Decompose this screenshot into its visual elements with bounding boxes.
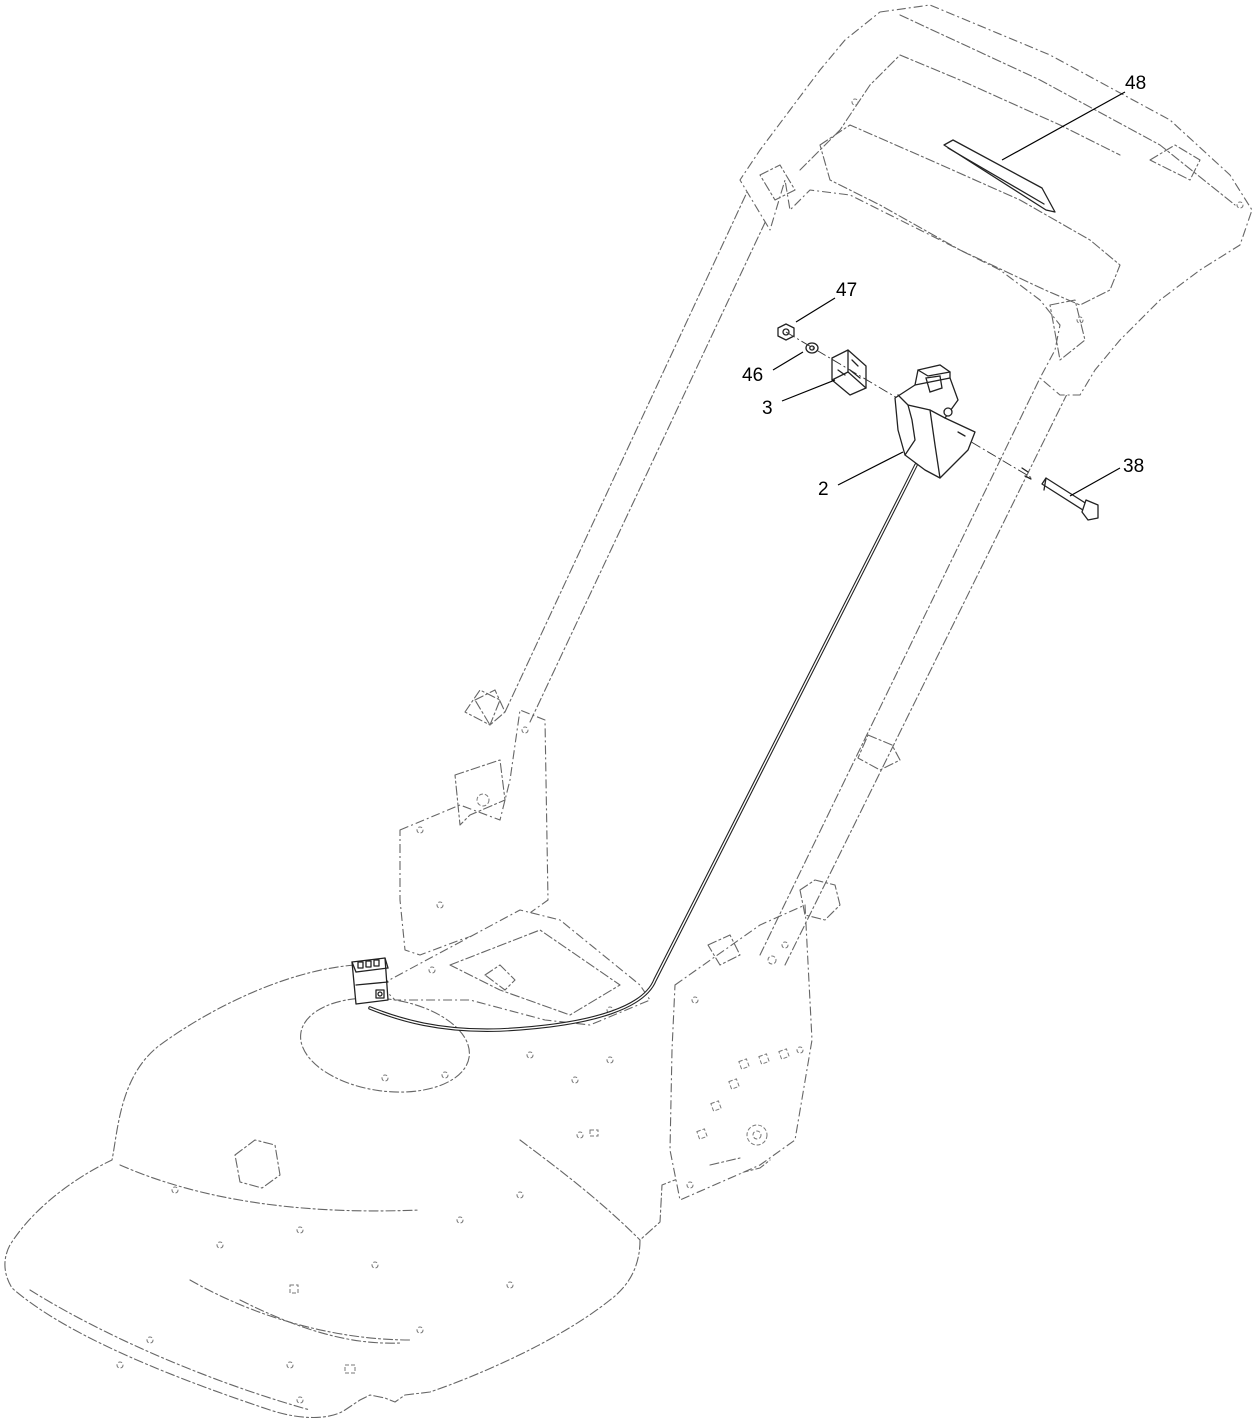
handle-top-outline: [739, 4, 1253, 396]
left-side-plate-outline: [399, 689, 549, 956]
center-bracket-outline: [379, 909, 651, 1026]
bolt-icon: [1021, 467, 1099, 521]
callout-47: 47: [836, 280, 857, 301]
callout-46: 46: [742, 365, 763, 386]
callout-labels: 48 47 46 3 2 38: [742, 73, 1146, 500]
leader-line-47: [795, 297, 836, 323]
callout-38: 38: [1123, 456, 1144, 477]
clip-icon: [831, 349, 867, 396]
mower-deck-outline: [4, 964, 771, 1418]
left-handle-tube-outline: [474, 174, 786, 726]
decal-strip-icon: [943, 139, 1056, 213]
switch-cable: [368, 463, 918, 1033]
callout-2: 2: [818, 479, 829, 500]
leader-line-46: [772, 351, 804, 371]
switch-housing-icon: [894, 364, 976, 479]
leader-line-38: [1069, 467, 1121, 497]
cable-connector-icon: [351, 957, 389, 1005]
leader-lines: [772, 91, 1126, 497]
callout-3: 3: [762, 398, 773, 419]
leader-line-3: [781, 379, 836, 402]
right-handle-tube-outline: [759, 377, 1069, 966]
right-side-plate-outline: [669, 904, 813, 1201]
leader-line-48: [1001, 91, 1126, 161]
leader-line-2: [837, 451, 904, 486]
callout-48: 48: [1125, 73, 1146, 94]
assembly-centerline: [785, 331, 1033, 479]
